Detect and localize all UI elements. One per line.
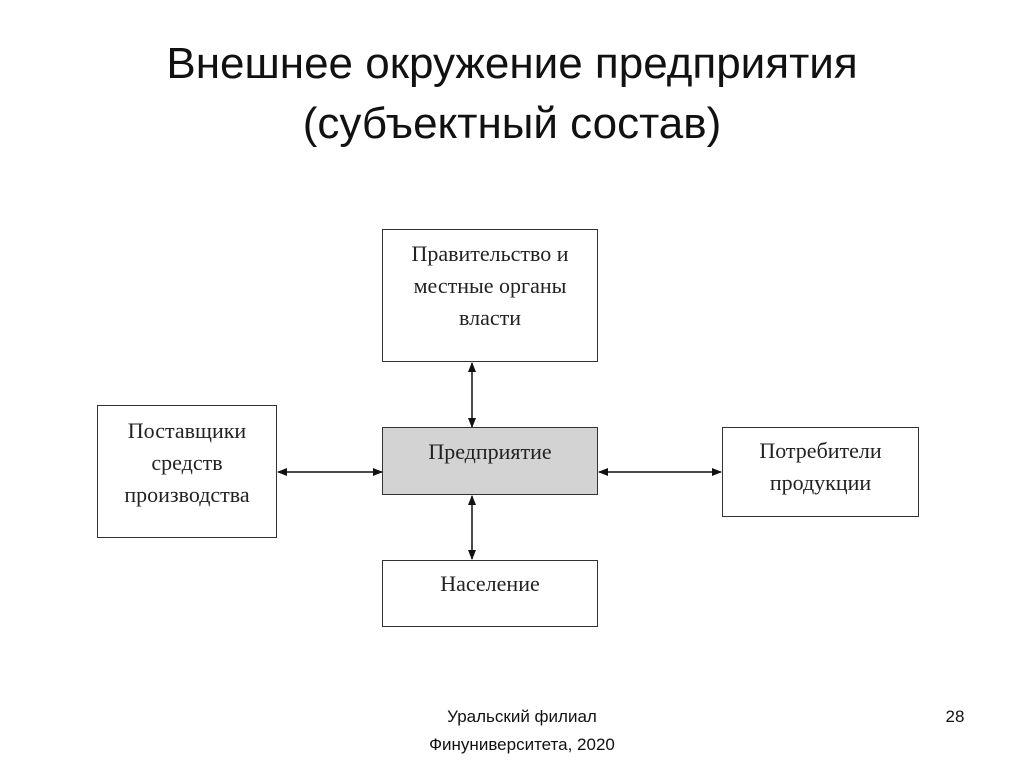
box-government-line-2: местные органы [413,273,567,298]
box-suppliers: Поставщики средств производства [97,405,277,538]
slide-title: Внешнее окружение предприятия (субъектны… [0,34,1024,154]
footer-line-2: Финуниверситета, 2020 [429,735,615,754]
box-suppliers-line-2: средств [151,450,223,475]
page-number: 28 [945,707,965,726]
title-line-1: Внешнее окружение предприятия [166,39,858,88]
box-enterprise: Предприятие [382,427,598,495]
box-government: Правительство и местные органы власти [382,229,598,362]
box-suppliers-line-3: производства [124,482,250,507]
box-population: Население [382,560,598,627]
box-consumers: Потребители продукции [722,427,919,517]
box-suppliers-line-1: Поставщики [127,418,247,443]
box-consumers-line-1: Потребители [759,438,882,463]
box-population-label: Население [440,571,540,596]
box-government-line-1: Правительство и [411,241,569,266]
footer-line-1: Уральский филиал [447,707,597,726]
box-enterprise-label: Предприятие [428,439,552,464]
box-consumers-line-2: продукции [769,470,872,495]
title-line-2: (субъектный состав) [302,99,722,148]
slide-footer: Уральский филиал Финуниверситета, 2020 [350,703,694,759]
box-government-line-3: власти [459,305,521,330]
